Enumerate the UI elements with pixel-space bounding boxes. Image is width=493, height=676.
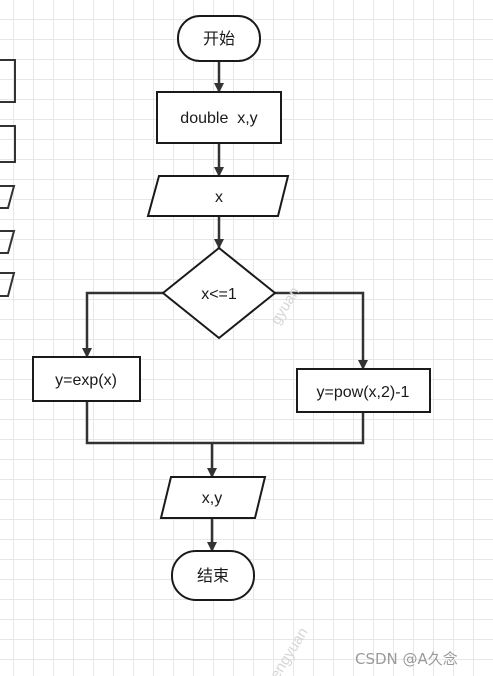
connector-false-merge	[212, 412, 365, 445]
csdn-credit: CSDN @A久念	[355, 650, 458, 668]
start-node	[177, 15, 261, 62]
output-label: x,y	[202, 490, 222, 507]
declare-node	[156, 91, 282, 144]
connector-condition-true	[82, 291, 163, 358]
connectors	[82, 61, 368, 552]
output-node	[159, 476, 267, 519]
nodes	[32, 15, 431, 601]
connector-condition-false	[275, 291, 368, 370]
partial-parallelogram-2	[0, 230, 16, 254]
partial-parallelogram-1	[0, 185, 16, 209]
condition-node	[161, 246, 277, 340]
node-labels: 开始 double x,y x x<=1 y=exp(x) y=pow(x,2)…	[55, 30, 409, 585]
false-branch-label: y=pow(x,2)-1	[317, 384, 410, 401]
connector-true-merge	[85, 401, 212, 445]
declare-label: double x,y	[180, 110, 257, 127]
partial-rect-2	[0, 125, 16, 163]
input-label: x	[215, 189, 223, 206]
end-node	[171, 550, 255, 601]
start-label: 开始	[203, 30, 235, 48]
watermark-2: engyuan	[267, 625, 312, 676]
true-branch-label: y=exp(x)	[55, 372, 117, 389]
end-label: 结束	[197, 567, 229, 585]
input-node	[146, 175, 290, 217]
condition-label: x<=1	[201, 286, 237, 303]
partial-shapes-left	[0, 59, 16, 297]
false-branch-node	[296, 368, 431, 413]
partial-rect-1	[0, 59, 16, 103]
partial-parallelogram-3	[0, 272, 16, 297]
true-branch-node	[32, 356, 141, 402]
